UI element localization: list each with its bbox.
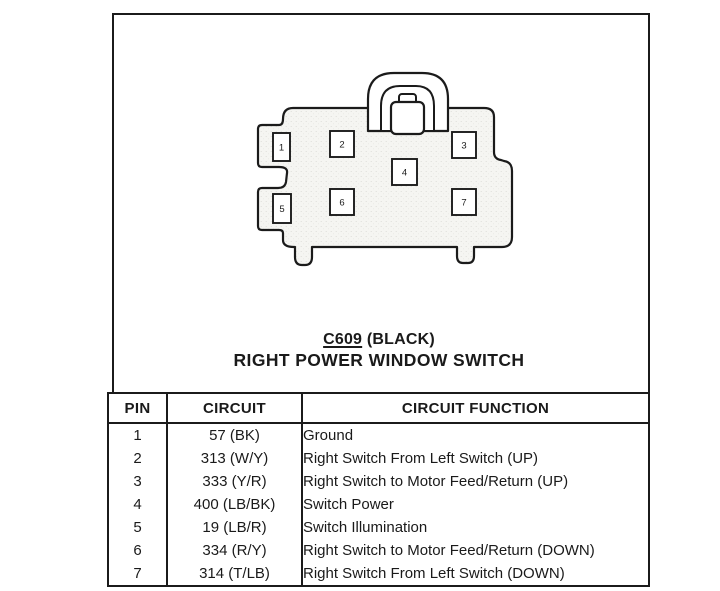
- latch-button-icon: [389, 100, 426, 136]
- pin-2-label: 2: [339, 140, 344, 151]
- pin-cell: 6: [133, 542, 142, 559]
- function-cell: Right Switch to Motor Feed/Return (UP): [301, 470, 649, 493]
- circuit-cell: 334 (R/Y): [166, 539, 302, 562]
- header-circuit-function: CIRCUIT FUNCTION: [301, 393, 649, 424]
- circuit-cell: 333 (Y/R): [166, 470, 302, 493]
- circuit-cell: 400 (LB/BK): [166, 493, 302, 516]
- pin-3-cavity: [451, 131, 477, 159]
- table-row: 7 314 (T/LB) Right Switch From Left Swit…: [108, 562, 649, 586]
- connector-title-block: C609 (BLACK) RIGHT POWER WINDOW SWITCH: [108, 330, 650, 370]
- pin-1-label: 1: [279, 143, 284, 154]
- table-row: 2 313 (W/Y) Right Switch From Left Switc…: [108, 447, 649, 470]
- connector-id: C609: [323, 331, 363, 348]
- header-row: PIN CIRCUIT CIRCUIT FUNCTION: [108, 393, 649, 424]
- pin-6-label: 6: [339, 198, 344, 209]
- pin-5-label: 5: [279, 204, 284, 215]
- table-row: 1 57 (BK) Ground: [108, 423, 649, 447]
- connector-name: RIGHT POWER WINDOW SWITCH: [233, 350, 525, 370]
- pin-1-cavity: [272, 132, 291, 162]
- pin-cell: 3: [133, 473, 142, 490]
- function-cell: Ground: [301, 423, 649, 447]
- function-cell: Switch Illumination: [301, 516, 649, 539]
- table-row: 6 334 (R/Y) Right Switch to Motor Feed/R…: [108, 539, 649, 562]
- pin-cell: 7: [133, 565, 142, 582]
- pinout-table: PIN CIRCUIT CIRCUIT FUNCTION 1 57 (BK) G…: [107, 392, 650, 587]
- pin-7-cavity: [451, 188, 477, 216]
- connector-color: (BLACK): [366, 331, 435, 348]
- circuit-cell: 314 (T/LB): [166, 562, 302, 586]
- header-circuit: CIRCUIT: [166, 393, 302, 424]
- table-row: 3 333 (Y/R) Right Switch to Motor Feed/R…: [108, 470, 649, 493]
- pin-3-label: 3: [461, 141, 466, 152]
- function-cell: Right Switch From Left Switch (DOWN): [301, 562, 649, 586]
- pin-2-cavity: [329, 130, 355, 158]
- header-pin: PIN: [108, 393, 167, 424]
- table-row: 4 400 (LB/BK) Switch Power: [108, 493, 649, 516]
- pin-4-cavity: [391, 158, 418, 186]
- circuit-cell: 19 (LB/R): [166, 516, 302, 539]
- pin-cell: 1: [133, 427, 142, 444]
- pin-cell: 2: [133, 450, 142, 467]
- pin-4-label: 4: [402, 168, 407, 179]
- diagram-frame: [112, 13, 650, 394]
- function-cell: Switch Power: [301, 493, 649, 516]
- pin-cell: 4: [133, 496, 142, 513]
- circuit-cell: 57 (BK): [166, 423, 302, 447]
- function-cell: Right Switch From Left Switch (UP): [301, 447, 649, 470]
- connector-diagram: 1 2 3 4 5 6 7: [256, 71, 514, 267]
- connector-id-line: C609 (BLACK): [108, 330, 650, 349]
- table-row: 5 19 (LB/R) Switch Illumination: [108, 516, 649, 539]
- pin-5-cavity: [272, 193, 292, 224]
- circuit-cell: 313 (W/Y): [166, 447, 302, 470]
- function-cell: Right Switch to Motor Feed/Return (DOWN): [301, 539, 649, 562]
- pin-cell: 5: [133, 519, 142, 536]
- connector-body: [256, 106, 514, 267]
- pin-7-label: 7: [461, 198, 466, 209]
- pin-6-cavity: [329, 188, 355, 216]
